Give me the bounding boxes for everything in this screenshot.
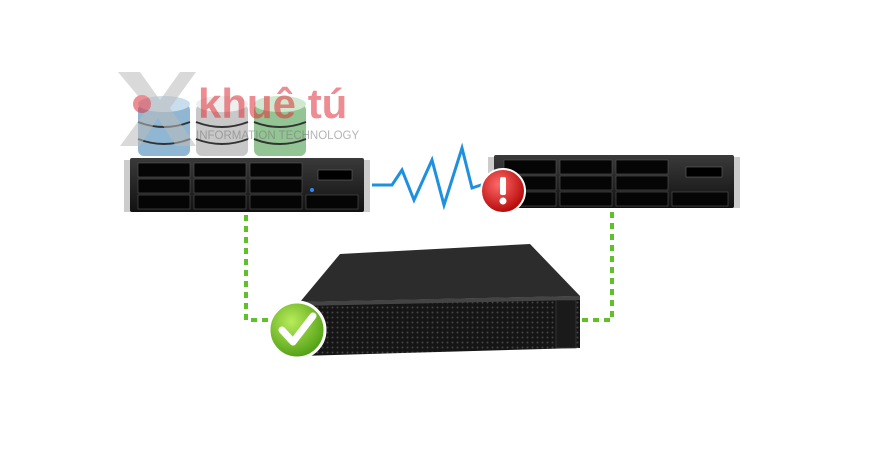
watermark-logo: khuê tú INFORMATION TECHNOLOGY (118, 72, 359, 146)
check-icon (267, 300, 327, 360)
primary-rack-server (124, 158, 370, 212)
watermark-tagline: INFORMATION TECHNOLOGY (196, 130, 359, 142)
error-icon (480, 168, 526, 214)
watermark-brand: khuê tú (198, 80, 347, 127)
broken-link-line (372, 142, 491, 211)
secondary-rack-server (488, 155, 740, 208)
database-icon (195, 96, 249, 156)
dashed-link-left (244, 215, 278, 322)
database-icon (253, 96, 307, 156)
dashed-link-right (578, 212, 614, 322)
backup-server (300, 244, 580, 356)
